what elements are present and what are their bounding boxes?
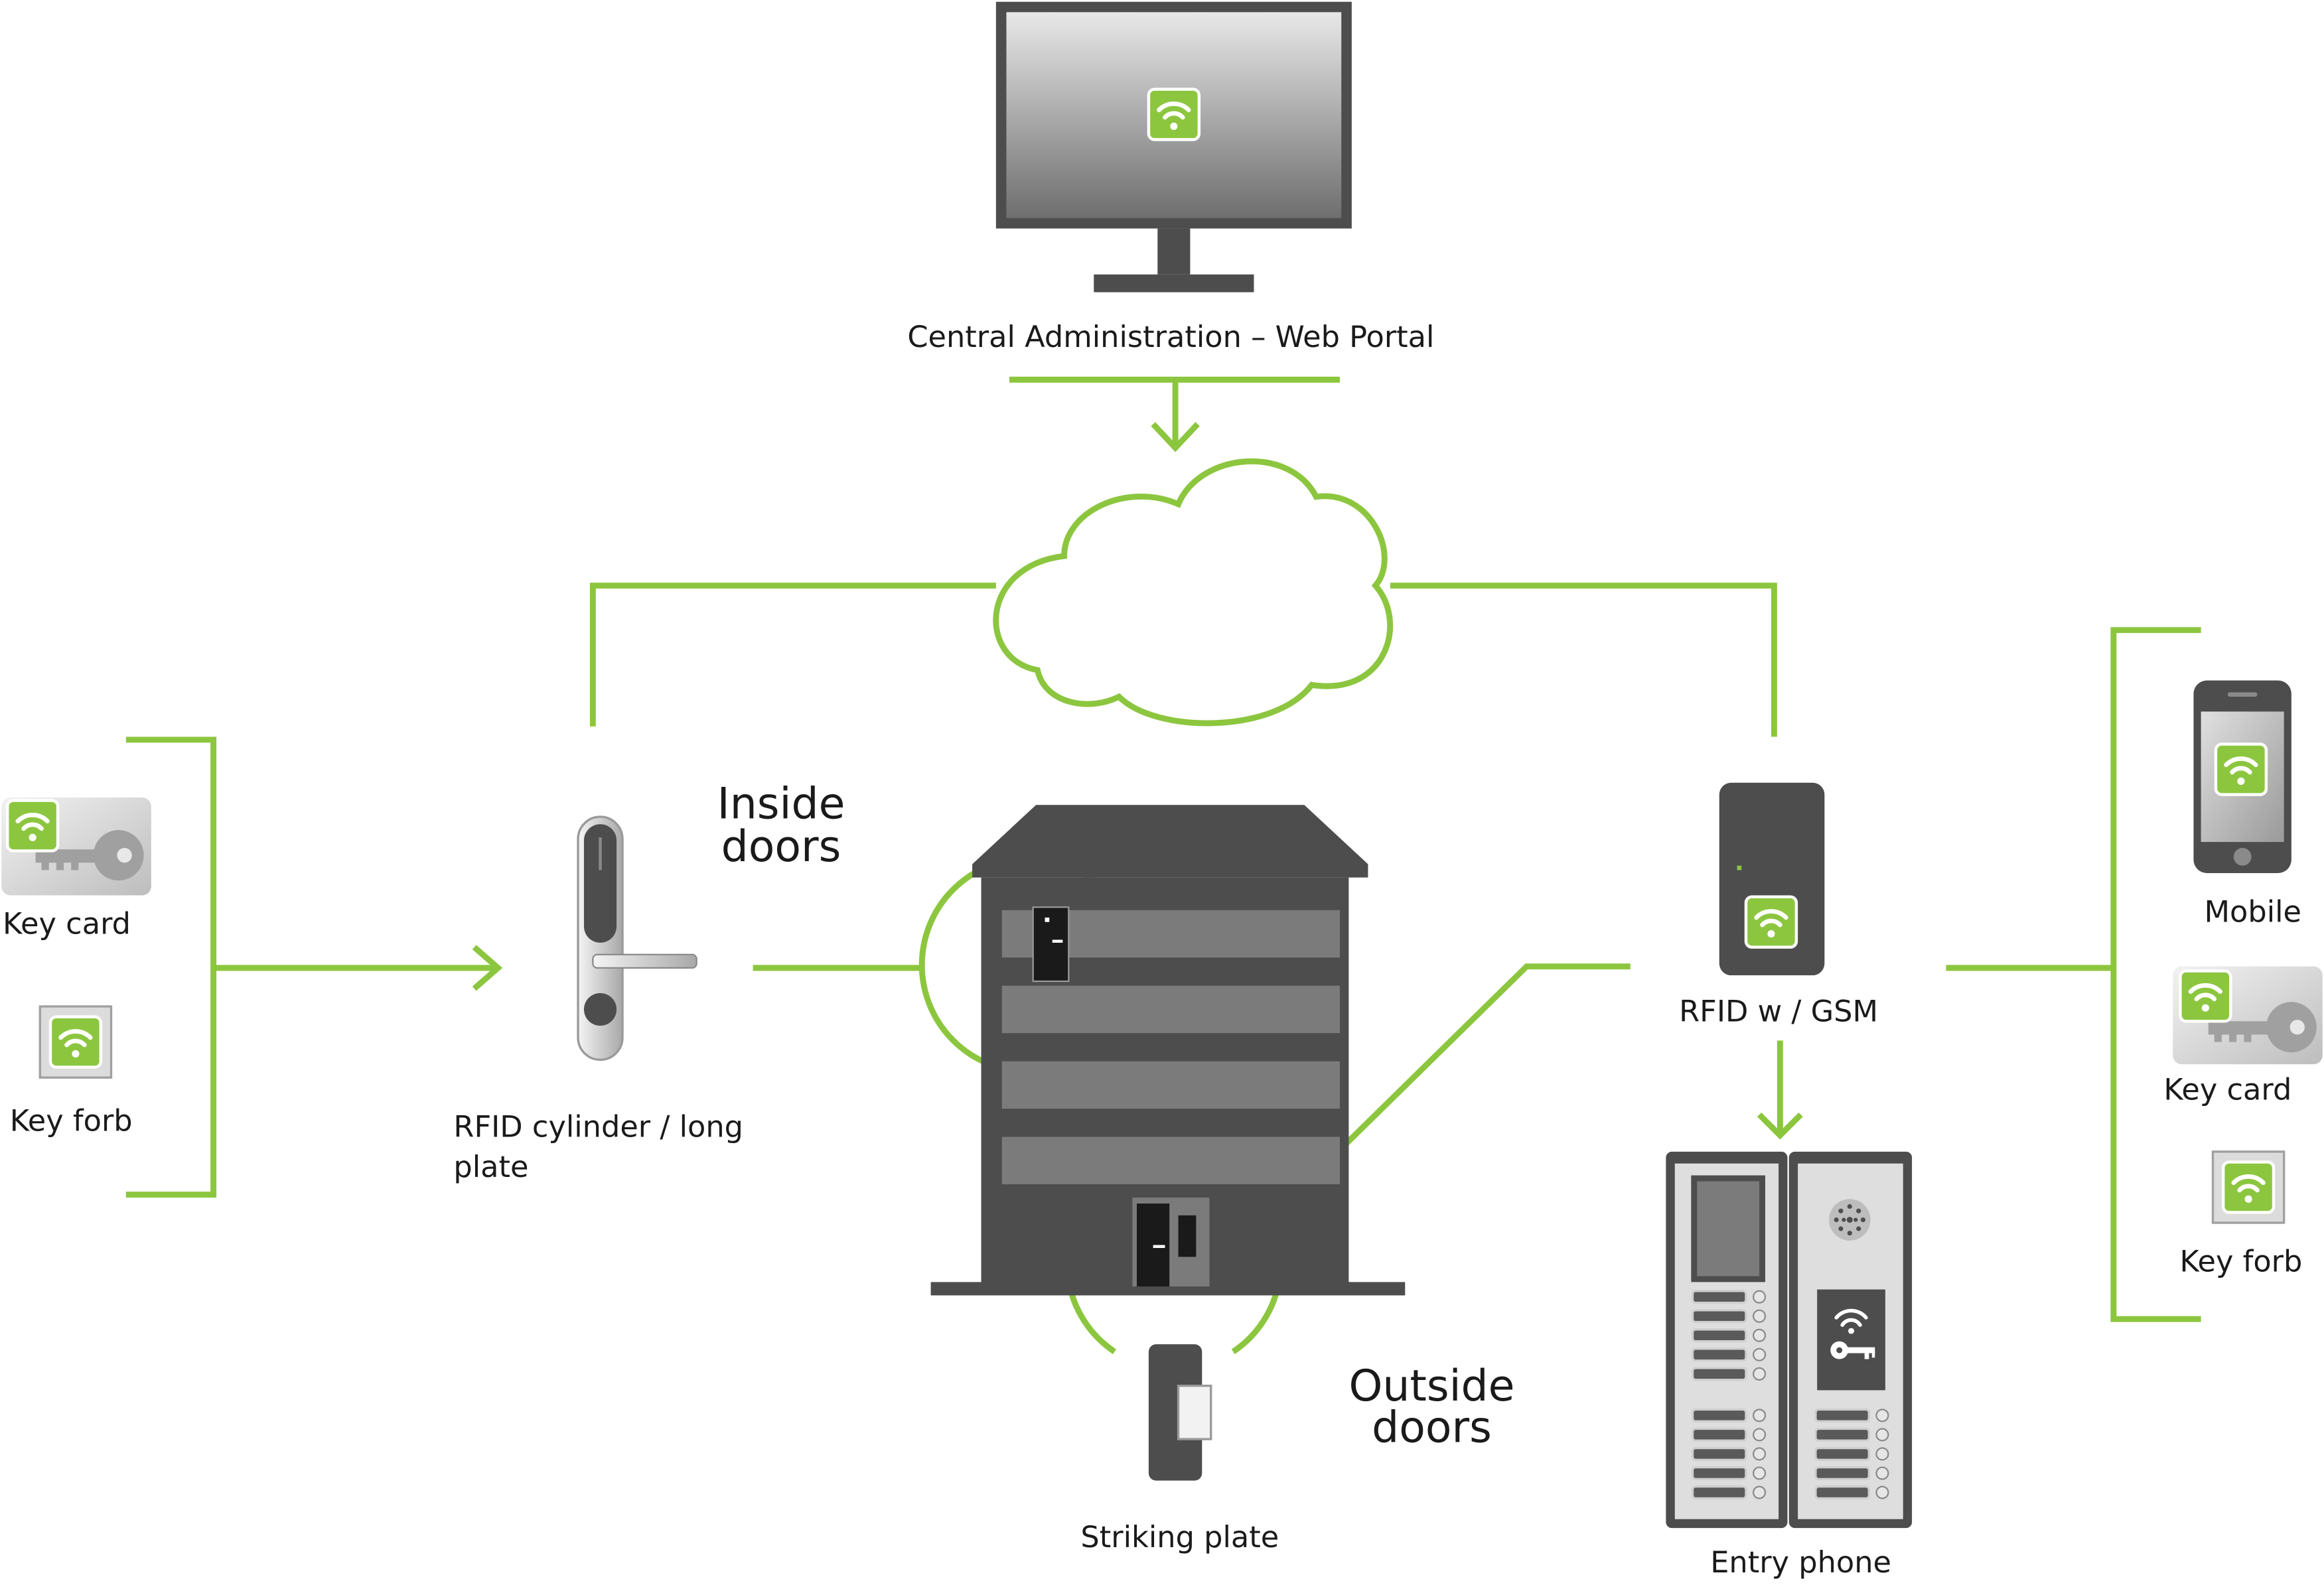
- outside-label-line1: Outside: [1348, 1361, 1514, 1411]
- wifi-icon: [2216, 744, 2266, 795]
- right-mobile-label: Mobile: [2205, 895, 2302, 930]
- key-card-right: [2173, 966, 2323, 1065]
- cloud-right-link: [1390, 583, 1777, 737]
- speaker-grille-icon: [1829, 1199, 1871, 1241]
- rfid-gsm-reader-icon: [1719, 782, 1825, 976]
- phone-icon: [2193, 680, 2291, 873]
- portal-arrow-head: [1151, 422, 1200, 452]
- entry-phone-icon: [1666, 1151, 1913, 1529]
- cylinder-label-line2: plate: [453, 1150, 528, 1184]
- right-bracket: [2110, 627, 2201, 1322]
- inside-label-line1: Inside: [717, 779, 845, 829]
- left-key-card-label: Key card: [3, 907, 131, 941]
- wifi-icon: [1746, 897, 1796, 947]
- inside-door: [1032, 906, 1070, 983]
- striking-plate-label: Striking plate: [1080, 1520, 1279, 1554]
- cylinder-label-line1: RFID cylinder / long: [453, 1110, 743, 1144]
- door-handle-icon: [577, 815, 697, 1062]
- wifi-icon: [1149, 89, 1199, 139]
- right-key-card-label: Key card: [2163, 1073, 2291, 1107]
- outside-label-line2: doors: [1372, 1403, 1492, 1453]
- right-key-forb-label: Key forb: [2179, 1245, 2302, 1279]
- wifi-icon: [7, 801, 58, 851]
- cloud-icon: [993, 458, 1393, 726]
- wifi-icon: [2223, 1162, 2274, 1212]
- monitor-icon: [995, 1, 1352, 293]
- striking-plate-icon: [1148, 1344, 1212, 1481]
- key-forb-left: [38, 1005, 113, 1079]
- entry-phone-label: Entry phone: [1710, 1545, 1891, 1580]
- building-icon: [930, 805, 1406, 1296]
- wifi-icon: [2180, 971, 2230, 1021]
- wifi-icon: [50, 1017, 101, 1068]
- portal-label: Central Administration – Web Portal: [907, 320, 1434, 354]
- left-arrow-head: [472, 945, 503, 991]
- cloud-left-link: [589, 583, 996, 726]
- inside-label-line2: doors: [721, 822, 841, 872]
- key-card-left: [1, 797, 151, 896]
- outside-link: [1270, 963, 1631, 1219]
- wifi-icon: [1834, 1308, 1868, 1327]
- rfid-gsm-label: RFID w / GSM: [1679, 994, 1878, 1028]
- entry-arrow-head: [1757, 1112, 1803, 1140]
- key-forb-right: [2211, 1150, 2286, 1224]
- left-key-forb-label: Key forb: [10, 1104, 133, 1138]
